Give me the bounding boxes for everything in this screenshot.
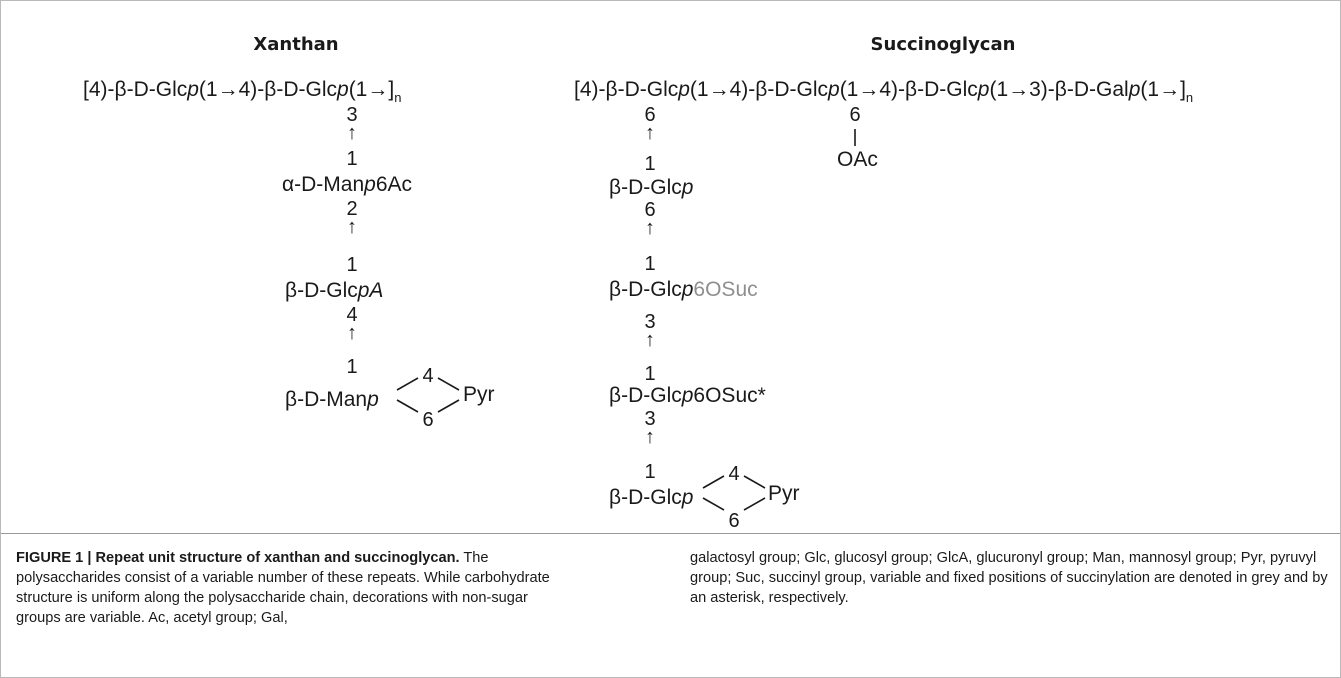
succinoglycan-pyruvate-pos4: 4 (728, 463, 739, 485)
succinoglycan-link1-position: 6 (644, 104, 655, 126)
caption-divider (1, 533, 1340, 534)
xanthan-link3-anomeric: 1 (346, 356, 357, 378)
figure-caption-right: galactosyl group; Glc, glucosyl group; G… (690, 548, 1330, 608)
succinoglycan-link1-arrow: ↑ (645, 122, 655, 144)
succinoglycan-glucose-residue-1: β-D-Glcp (609, 176, 693, 199)
succinoglycan-link4-anomeric: 1 (644, 461, 655, 483)
xanthan-pyruvate-ketal (396, 377, 460, 413)
succinoglycan-acetyl-position: 6 (849, 104, 860, 126)
xanthan-backbone: [4)-β-D-Glcp(1→4)-β-D-Glcp(1→]n (83, 78, 401, 105)
xanthan-link2-arrow: ↑ (347, 216, 357, 238)
xanthan-title: Xanthan (253, 34, 338, 55)
succinoglycan-title: Succinoglycan (871, 34, 1016, 55)
succinoglycan-link1-anomeric: 1 (644, 153, 655, 175)
figure-caption-left: FIGURE 1 | Repeat unit structure of xant… (16, 548, 556, 628)
xanthan-terminal-mannose-residue: β-D-Manp (285, 388, 379, 411)
xanthan-link2-anomeric: 1 (346, 254, 357, 276)
succinoglycan-pyruvate-label: Pyr (768, 482, 800, 505)
structure-diagram: Xanthan [4)-β-D-Glcp(1→4)-β-D-Glcp(1→]n … (83, 34, 1193, 532)
succinoglycan-link2-position: 6 (644, 199, 655, 221)
xanthan-link3-arrow: ↑ (347, 322, 357, 344)
succinoglycan-link4-position: 3 (644, 408, 655, 430)
xanthan-link1-anomeric: 1 (346, 148, 357, 170)
succinoglycan-link3-anomeric: 1 (644, 363, 655, 385)
succinoglycan-link2-arrow: ↑ (645, 217, 655, 239)
succinoglycan-link2-anomeric: 1 (644, 253, 655, 275)
succinoglycan-link3-position: 3 (644, 311, 655, 333)
succinoglycan-link3-arrow: ↑ (645, 329, 655, 351)
xanthan-link2-position: 2 (346, 198, 357, 220)
xanthan-link3-position: 4 (346, 304, 357, 326)
xanthan-glucuronate-residue: β-D-GlcpA (285, 279, 383, 302)
succinoglycan-glucose-residue-3: β-D-Glcp6OSuc* (609, 384, 766, 407)
succinoglycan-backbone: [4)-β-D-Glcp(1→4)-β-D-Glcp(1→4)-β-D-Glcp… (574, 78, 1193, 105)
xanthan-pyruvate-label: Pyr (463, 383, 495, 406)
succinoglycan-pyruvate-ketal (702, 475, 766, 511)
variable-succinyl-group: 6OSuc (693, 278, 757, 301)
caption-text-right: galactosyl group; Glc, glucosyl group; G… (690, 550, 1328, 606)
xanthan-pyruvate-pos6: 6 (422, 409, 433, 431)
succinoglycan-terminal-glucose-residue: β-D-Glcp (609, 486, 693, 509)
xanthan-mannose-residue: α-D-Manp6Ac (282, 173, 412, 196)
succinoglycan-acetyl-label: OAc (837, 148, 878, 171)
xanthan-link1-position: 3 (346, 104, 357, 126)
figure-label: FIGURE 1 | Repeat unit structure of xant… (16, 550, 460, 566)
caption-text-left: The polysaccharides consist of a variabl… (16, 550, 550, 626)
succinoglycan-glucose-residue-2: β-D-Glcp6OSuc (609, 278, 758, 301)
xanthan-pyruvate-pos4: 4 (422, 365, 433, 387)
succinoglycan-link4-arrow: ↑ (645, 426, 655, 448)
xanthan-link1-arrow: ↑ (347, 122, 357, 144)
succinoglycan-pyruvate-pos6: 6 (728, 510, 739, 532)
